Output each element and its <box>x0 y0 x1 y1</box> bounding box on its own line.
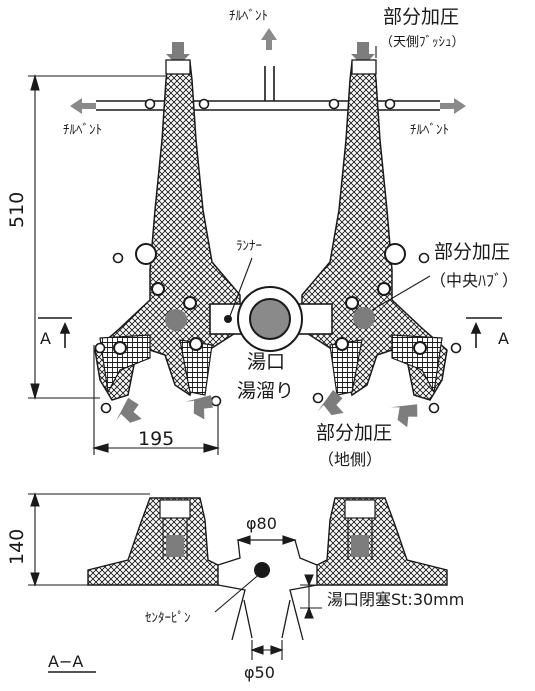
section-marks <box>38 317 502 348</box>
center-pin-leader <box>214 571 263 613</box>
runner-label: ﾗﾝﾅｰ <box>236 239 262 254</box>
dimension-phi80 <box>236 535 297 545</box>
dimension-140-label: 140 <box>6 528 28 565</box>
chill-vent-arrows <box>70 28 466 114</box>
partial-pressure-top-sub: （天側ﾌﾞｯｼｭ） <box>380 35 465 50</box>
dimension-140 <box>28 492 150 587</box>
sprue-well-label: 湯溜り <box>237 380 295 402</box>
dimension-195 <box>91 345 221 455</box>
section-mark-right: A <box>498 329 509 348</box>
dimension-510 <box>28 73 166 401</box>
dimension-phi80-label: φ80 <box>246 514 277 533</box>
dimension-510-label: 510 <box>6 191 28 228</box>
partial-pressure-ground-sub: （地側） <box>318 450 383 469</box>
section-view <box>87 497 448 641</box>
chill-vent-label-right: ﾁﾙﾍﾞﾝﾄ <box>410 123 449 138</box>
ground-pressure-arrows <box>115 390 418 428</box>
dimension-phi50-label: φ50 <box>244 663 275 682</box>
section-mark-left: A <box>40 329 51 348</box>
leader-lines <box>229 46 431 317</box>
partial-pressure-top-title: 部分加圧 <box>383 6 460 28</box>
sprue-label: 湯口 <box>247 351 286 373</box>
sprue-close-stroke-label: 湯口閉塞St:30mm <box>327 590 465 609</box>
dimension-phi50 <box>250 640 284 660</box>
chill-vent-label-top: ﾁﾙﾍﾞﾝﾄ <box>229 9 268 24</box>
right-knuckle-top <box>301 59 462 414</box>
dimension-195-label: 195 <box>138 428 175 450</box>
section-title: A−A <box>48 652 84 671</box>
chill-vent-label-left: ﾁﾙﾍﾞﾝﾄ <box>63 123 102 138</box>
center-pin-label: ｾﾝﾀｰﾋﾟﾝ <box>145 611 191 626</box>
runner-and-sprue <box>209 286 333 352</box>
partial-pressure-hub-sub: （中央ﾊﾌﾞ） <box>430 271 519 290</box>
left-knuckle-top <box>94 59 241 414</box>
sprue-close-stroke-marker <box>300 574 322 619</box>
partial-pressure-ground-title: 部分加圧 <box>316 422 393 444</box>
partial-pressure-hub-title: 部分加圧 <box>434 241 511 263</box>
